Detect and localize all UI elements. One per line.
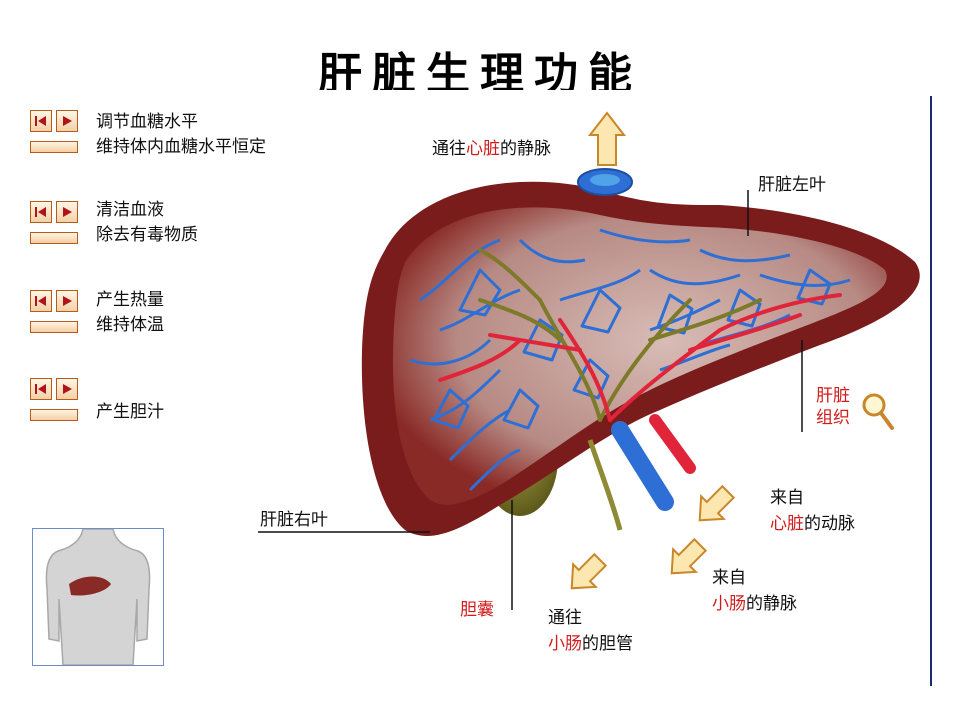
rewind-button[interactable]	[30, 201, 52, 223]
rewind-button[interactable]	[30, 110, 52, 132]
progress-bar[interactable]	[30, 141, 78, 153]
label-highlight: 心脏	[770, 514, 804, 534]
label-highlight: 小肠	[548, 634, 582, 654]
label-liver-tissue[interactable]: 肝脏 组织	[816, 385, 850, 429]
label-text: 的静脉	[500, 139, 551, 159]
function-desc: 维持体内血糖水平恒定	[96, 137, 266, 157]
rewind-icon	[35, 384, 46, 394]
play-icon	[63, 296, 72, 306]
rewind-icon	[35, 296, 46, 306]
bile-duct	[587, 439, 623, 531]
play-button[interactable]	[56, 290, 78, 312]
label-right-lobe: 肝脏右叶	[260, 510, 328, 530]
function-desc: 维持体温	[96, 315, 164, 335]
play-button[interactable]	[56, 201, 78, 223]
function-glucose: 调节血糖水平 维持体内血糖水平恒定	[96, 110, 266, 160]
label-text: 肝脏	[816, 386, 850, 406]
portal-vein	[611, 421, 674, 511]
rewind-button[interactable]	[30, 378, 52, 400]
play-icon	[63, 116, 72, 126]
label-artery-from-heart: 来自 心脏的动脉	[770, 485, 855, 537]
progress-bar[interactable]	[30, 321, 78, 333]
play-button[interactable]	[56, 110, 78, 132]
label-text: 通往	[432, 139, 466, 159]
function-desc: 除去有毒物质	[96, 225, 198, 245]
rewind-button[interactable]	[30, 290, 52, 312]
human-body-icon	[33, 528, 163, 666]
play-icon	[63, 384, 72, 394]
label-text: 的动脉	[804, 514, 855, 534]
play-icon	[63, 207, 72, 217]
function-control-heat[interactable]	[30, 290, 82, 336]
function-title: 调节血糖水平	[96, 112, 198, 132]
label-text: 的静脉	[746, 594, 797, 614]
label-text: 的胆管	[582, 634, 633, 654]
magnifier-icon	[862, 393, 894, 430]
label-text: 通往	[548, 608, 582, 628]
function-title: 清洁血液	[96, 200, 164, 220]
function-control-blood[interactable]	[30, 201, 82, 247]
function-desc: 产生胆汁	[96, 402, 164, 422]
progress-bar[interactable]	[30, 232, 78, 244]
hepatic-artery	[649, 414, 696, 474]
function-bile: 产生胆汁	[96, 400, 164, 425]
body-thumbnail[interactable]	[32, 528, 164, 666]
function-control-bile[interactable]	[30, 378, 82, 424]
progress-bar[interactable]	[30, 409, 78, 421]
label-gallbladder: 胆囊	[460, 600, 494, 620]
vena-cava-opening	[590, 174, 620, 186]
label-text: 来自	[770, 488, 804, 508]
label-highlight: 心脏	[466, 139, 500, 159]
bile-duct-tree	[478, 248, 762, 422]
label-vein-from-intestine: 来自 小肠的静脉	[712, 565, 797, 617]
play-button[interactable]	[56, 378, 78, 400]
function-control-glucose[interactable]	[30, 110, 82, 156]
label-highlight: 小肠	[712, 594, 746, 614]
label-text: 来自	[712, 568, 746, 588]
label-bile-duct: 通往 小肠的胆管	[548, 605, 633, 657]
label-text: 组织	[816, 408, 850, 428]
function-title: 产生热量	[96, 290, 164, 310]
arrow-in-artery-icon	[698, 484, 736, 522]
frame-divider	[930, 96, 932, 686]
arrow-in-portal-icon	[670, 537, 708, 575]
rewind-icon	[35, 116, 46, 126]
arrow-up-icon	[587, 111, 627, 166]
label-left-lobe: 肝脏左叶	[758, 175, 826, 195]
arrow-out-bile-icon	[570, 552, 608, 590]
rewind-icon	[35, 207, 46, 217]
function-blood: 清洁血液 除去有毒物质	[96, 198, 198, 248]
label-vein-to-heart: 通往心脏的静脉	[432, 134, 551, 159]
artery-tree	[438, 293, 842, 422]
function-heat: 产生热量 维持体温	[96, 288, 164, 338]
vein-network	[409, 228, 851, 492]
